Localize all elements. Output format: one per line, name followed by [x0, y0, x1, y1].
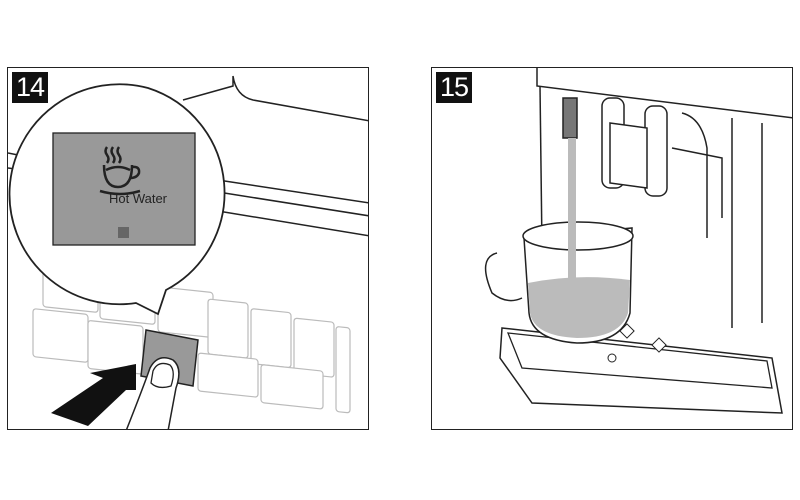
spout [562, 97, 578, 139]
water-stream [568, 138, 576, 286]
arrow-icon [51, 364, 136, 426]
step-15-panel: 15 [431, 67, 793, 430]
hot-cup-icon [99, 146, 141, 196]
step-number: 15 [436, 72, 473, 103]
step-14-panel: 14 [7, 67, 369, 430]
coffee-machine-illustration [484, 68, 792, 414]
hot-water-label: Hot Water [108, 191, 168, 206]
step-number: 14 [12, 72, 49, 103]
hot-water [528, 277, 630, 338]
keypad-illustration [8, 75, 368, 429]
